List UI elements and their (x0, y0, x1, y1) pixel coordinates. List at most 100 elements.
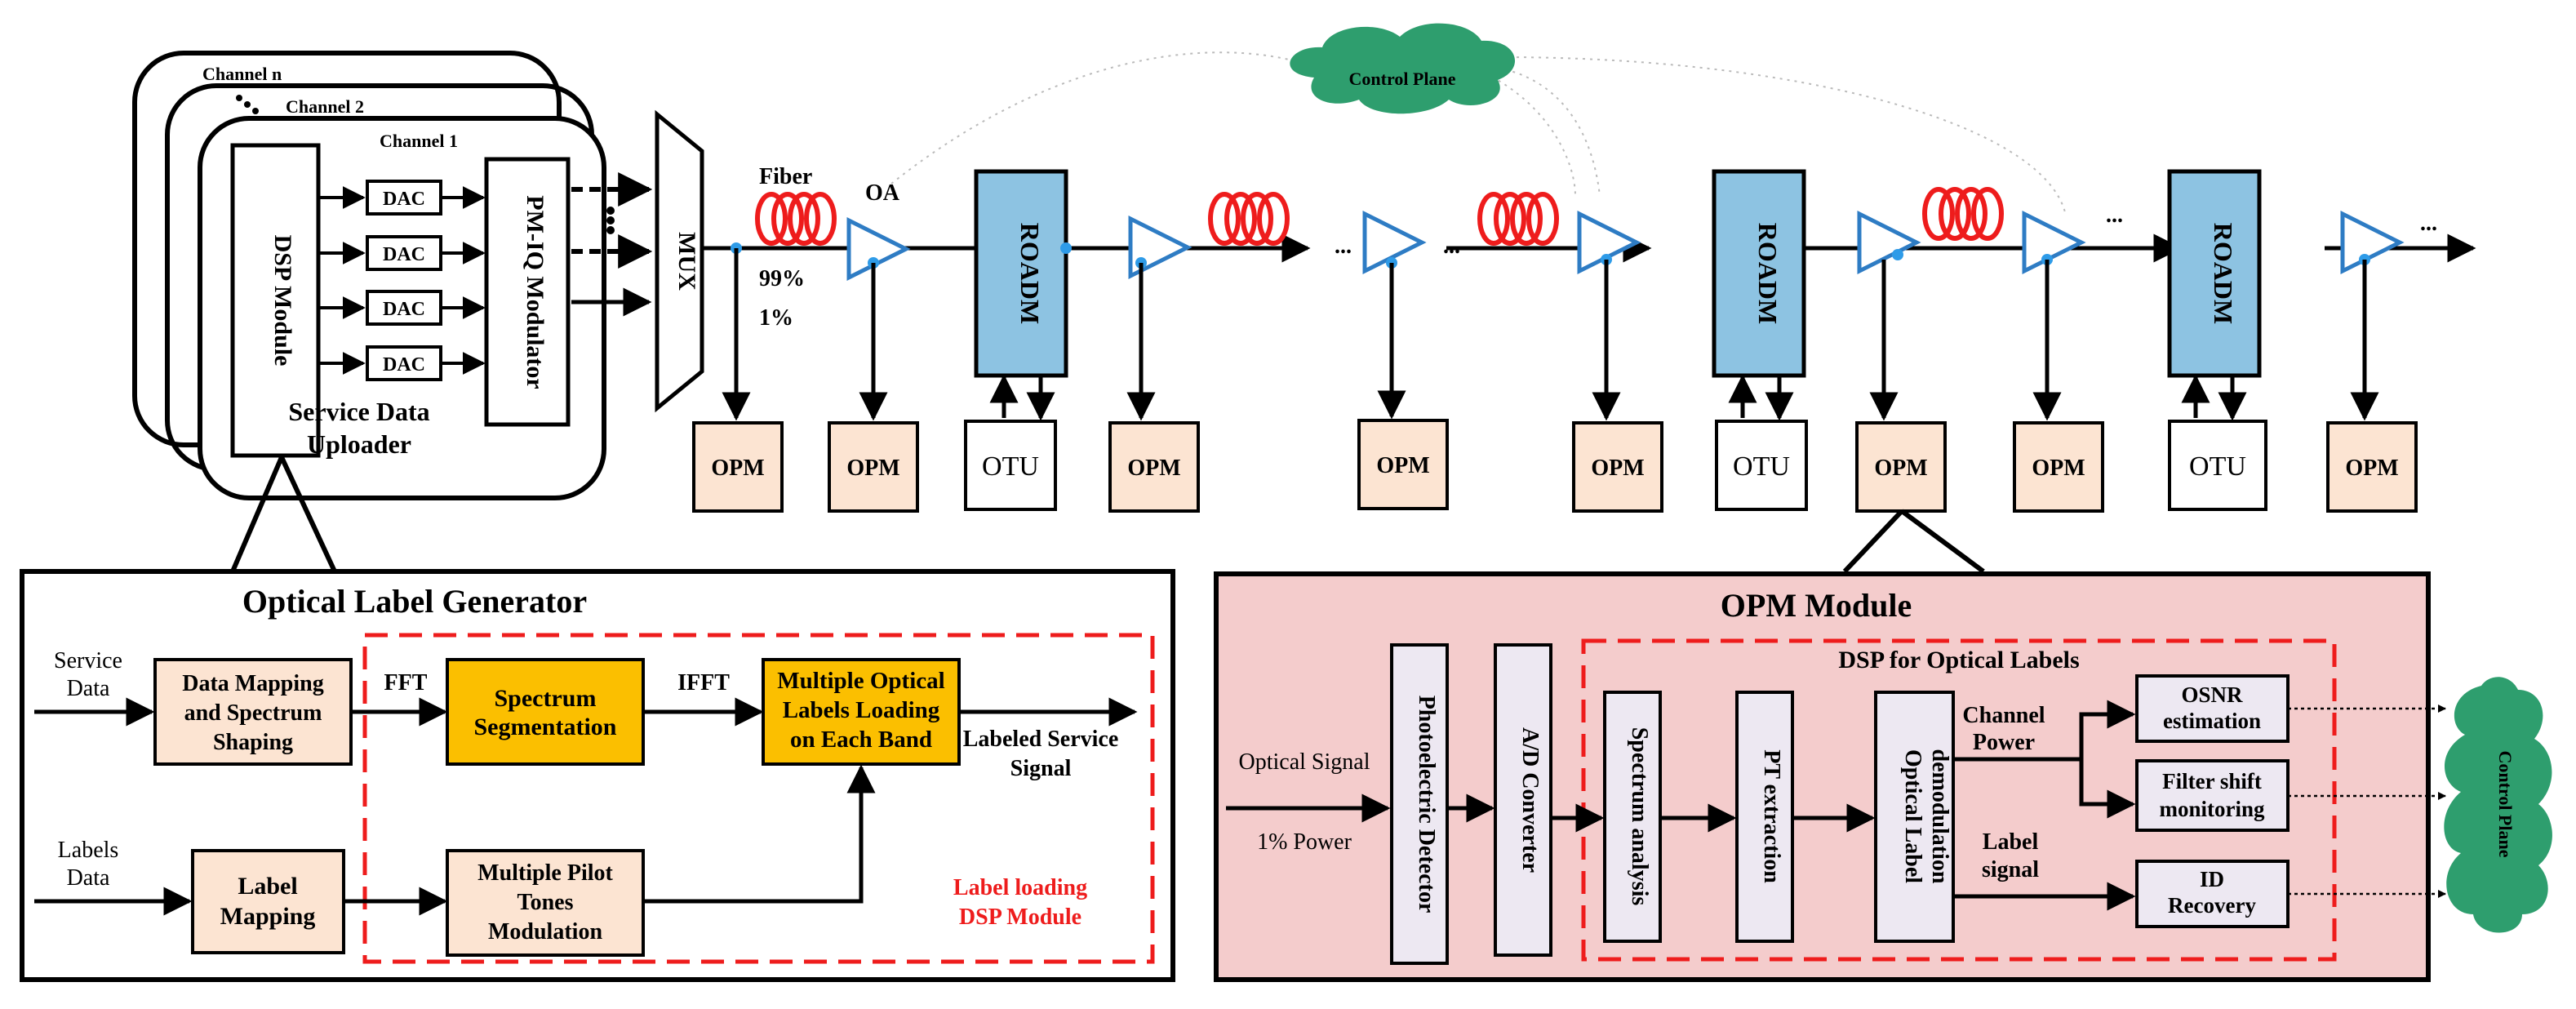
pilot-line2: Tones (517, 890, 573, 915)
power-note: 1% Power (1257, 829, 1352, 855)
dac-row-2: DAC (318, 235, 486, 271)
dac-row-3: DAC (318, 290, 486, 326)
ellipsis: ... (1335, 233, 1352, 259)
roadm-label: ROADM (1015, 223, 1045, 324)
dsp-module-box (230, 143, 321, 458)
dac-box (366, 180, 442, 216)
channel-power-line1: Channel (1962, 703, 2045, 728)
zoom-line (279, 456, 337, 573)
label-mapping-box (191, 849, 345, 954)
osnr-line1: OSNR (2181, 682, 2243, 707)
control-plane-top: Control Plane (890, 23, 2066, 213)
uploader-label-1: Service Data (288, 397, 429, 426)
pt-extraction-label: PT extraction (1759, 749, 1784, 883)
label-loading-dashed-frame (362, 633, 1155, 964)
labels-data-line2: Data (67, 865, 110, 891)
dac-label: DAC (383, 354, 425, 376)
segmentation-line2: Segmentation (474, 713, 617, 740)
demod-line2: demodulation (1927, 749, 1952, 884)
dac-box (366, 290, 442, 326)
pilot-line1: Multiple Pilot (477, 860, 613, 886)
ad-converter-box (1494, 643, 1552, 957)
opm-label: OPM (2345, 456, 2398, 481)
amplifier-6 (2022, 210, 2086, 421)
roadm-1: ROADM OTU (964, 169, 1072, 511)
control-plane-label: Control Plane (1349, 69, 1456, 89)
fiber-link: ... ... ... ... Fiber OA 99% 1% (692, 164, 2476, 574)
opm-label: OPM (1591, 456, 1644, 481)
dsp-dashed-frame (1581, 638, 2337, 962)
service-data-line1: Service (54, 648, 122, 673)
fiber-coil-2 (1208, 192, 1290, 246)
opm-module-title: OPM Module (1721, 587, 1912, 624)
filter-line2: monitoring (2159, 797, 2265, 821)
channel-n-label: Channel n (202, 64, 282, 84)
split-1-label: 1% (759, 305, 793, 331)
data-mapping-box (153, 658, 353, 766)
otu-box (2168, 420, 2267, 511)
loading-line1: Multiple Optical (777, 668, 944, 694)
opm-2: OPM (828, 421, 919, 513)
stack-dots (236, 95, 259, 114)
control-plane-cloud (1290, 23, 1516, 114)
fiber-label: Fiber (759, 164, 812, 189)
dac-label: DAC (383, 189, 425, 210)
dac-row-1: DAC (318, 180, 486, 216)
opm-6: OPM (1855, 421, 1947, 513)
osnr-line2: estimation (2163, 709, 2261, 733)
label-signal-line2: signal (1982, 857, 2039, 882)
label-mapping-line1: Label (238, 873, 297, 900)
opm-label: OPM (1874, 456, 1927, 481)
pt-extraction-box (1735, 691, 1794, 943)
loading-line3: on Each Band (790, 727, 932, 753)
photodetector-label: Photoelectric Detector (1414, 696, 1439, 913)
mapping-line1: Data Mapping (182, 671, 323, 696)
dsp-title: DSP for Optical Labels (1838, 647, 2079, 673)
labels-loading-box (762, 658, 961, 766)
id-recovery-box (2135, 860, 2290, 928)
roadm-label: ROADM (1753, 223, 1783, 324)
opm-label: OPM (1127, 456, 1180, 481)
amplifier-3 (1362, 210, 1427, 420)
amplifier-1 (846, 216, 911, 421)
spectrum-segmentation-box (446, 658, 645, 766)
zoom-line (230, 456, 284, 573)
control-plane-cloud-right (2444, 677, 2552, 933)
dac-label: DAC (383, 244, 425, 265)
dsp-note-line2: DSP Module (959, 905, 1081, 930)
roadm-label: ROADM (2209, 223, 2238, 324)
segmentation-line1: Spectrum (495, 685, 597, 712)
service-data-line2: Data (67, 676, 110, 701)
dac-box (366, 235, 442, 271)
label-generator-title: Optical Label Generator (242, 583, 587, 620)
otu-label: OTU (1733, 451, 1790, 482)
dac-row-4: DAC (318, 345, 486, 381)
amplifier-5 (1857, 210, 1921, 421)
opm-4: OPM (1357, 419, 1449, 510)
dsp-note-line1: Label loading (953, 875, 1087, 900)
demodulation-box (1874, 691, 1955, 943)
uploader-label-2: Uploader (307, 429, 411, 459)
id-line2: Recovery (2168, 893, 2256, 918)
split-99-label: 99% (759, 266, 805, 291)
pilot-line3: Modulation (488, 919, 602, 945)
opm-label: OPM (711, 456, 764, 481)
fiber-coil-4 (1922, 187, 2004, 241)
roadm-2: ROADM OTU (1712, 169, 1808, 511)
osnr-box (2135, 674, 2290, 743)
labels-data-line1: Labels (58, 838, 119, 863)
opm-8: OPM (2326, 421, 2418, 513)
oa-label: OA (865, 180, 900, 206)
fiber-coil-3 (1477, 192, 1559, 246)
labeled-line1: Labeled Service (963, 727, 1119, 752)
opm-label: OPM (2032, 456, 2085, 481)
otu-label: OTU (982, 451, 1039, 482)
ellipsis: ... (1443, 233, 1460, 259)
dsp-module-label: DSP Module (269, 235, 296, 367)
label-generator-panel: Optical Label Generator Service Data Dat… (20, 569, 1175, 982)
otu-label: OTU (2189, 451, 2246, 482)
label-signal-line1: Label (1983, 829, 2039, 855)
modulator-box (484, 157, 571, 427)
labeled-line2: Signal (1010, 756, 1072, 781)
